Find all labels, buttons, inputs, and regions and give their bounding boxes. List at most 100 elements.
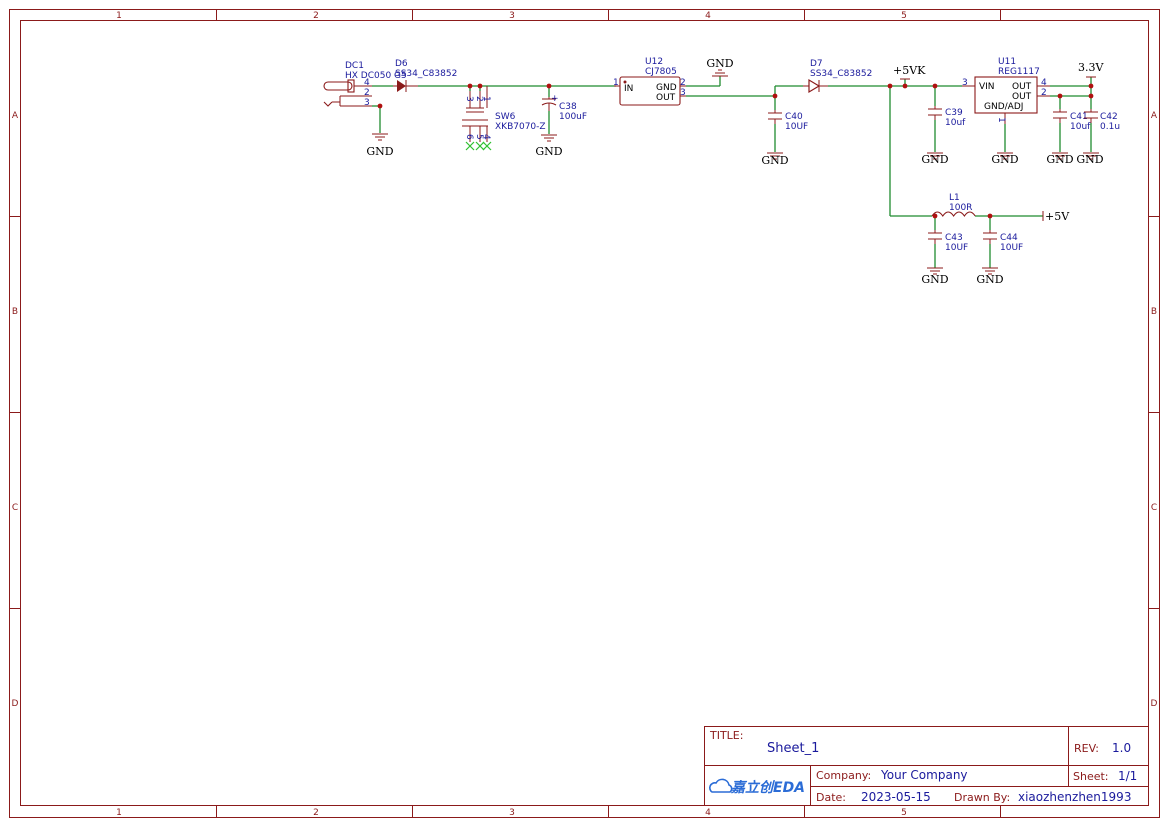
sw6-pin-4: 4 xyxy=(481,134,491,140)
sw6-ref: SW6 xyxy=(495,112,516,122)
logo-text: 嘉立创EDA xyxy=(730,779,805,796)
cloud-icon xyxy=(709,778,733,793)
drawing-frame: 1 2 3 4 5 1 2 3 4 5 A B C D A B C D xyxy=(9,9,1160,818)
drawn-by-label: Drawn By: xyxy=(954,791,1010,804)
gnd-label: GND xyxy=(921,153,948,166)
logo: 嘉立创EDA xyxy=(709,778,805,796)
d6-ref: D6 xyxy=(395,59,408,69)
junction-dot xyxy=(377,103,383,109)
ground-symbol-c42: GND xyxy=(1076,152,1104,166)
junction-dot xyxy=(987,213,993,219)
zone-col-5-bottom: 5 xyxy=(901,808,907,818)
zone-row-b-left: B xyxy=(12,307,18,317)
c38-capacitor: + C38 100uF xyxy=(541,94,587,122)
u11-regulator: U11 REG1117 3 4 2 1 VIN OUT OUT GND/ADJ xyxy=(962,57,1050,124)
zone-col-4-bottom: 4 xyxy=(705,808,711,818)
zone-col-3-top: 3 xyxy=(509,11,515,21)
title-block: TITLE: Sheet_1 REV: 1.0 嘉立创EDA Company: … xyxy=(704,726,1149,806)
sw6-pin-1: 1 xyxy=(481,96,491,102)
sw6-pin-5: 5 xyxy=(474,134,484,140)
gnd-label: GND xyxy=(1076,153,1103,166)
rev-value: 1.0 xyxy=(1112,741,1131,755)
gnd-label: GND xyxy=(706,57,733,70)
c43-ref: C43 xyxy=(945,233,963,243)
power-flag-3v3: 3.3V xyxy=(1078,61,1104,78)
d7-value: SS34_C83852 xyxy=(810,69,872,79)
c41-capacitor: C41 10uf xyxy=(1053,109,1091,132)
junction-dot xyxy=(546,83,552,89)
power-flags: +5VK 3.3V +5V xyxy=(893,61,1104,223)
c42-ref: C42 xyxy=(1100,112,1118,122)
wires xyxy=(372,76,1092,268)
sheet-label: Sheet: xyxy=(1073,770,1109,783)
ground-symbol-c38: GND xyxy=(535,134,563,158)
zone-row-c-left: C xyxy=(12,503,18,513)
d7-diode: D7 SS34_C83852 xyxy=(803,59,872,94)
zone-col-1-top: 1 xyxy=(116,11,122,21)
zone-row-c-right: C xyxy=(1151,503,1157,513)
ground-symbol-c40: GND xyxy=(761,152,789,167)
gnd-label: GND xyxy=(976,273,1003,286)
u12-pin-in: IN xyxy=(624,84,633,94)
c39-ref: C39 xyxy=(945,108,963,118)
ground-symbol-u12: GND xyxy=(706,57,734,77)
sw6-no-connect-marks xyxy=(465,141,492,151)
zone-row-b-right: B xyxy=(1151,307,1157,317)
u11-pin-vin: VIN xyxy=(979,82,995,92)
u11-pin-4: 4 xyxy=(1041,78,1047,88)
c40-ref: C40 xyxy=(785,112,803,122)
sw6-value: XKB7070-Z xyxy=(495,122,546,132)
junction-dot xyxy=(932,83,938,89)
u12-pin-out: OUT xyxy=(656,93,676,103)
c39-value: 10uf xyxy=(945,118,966,128)
u12-ref: U12 xyxy=(645,57,663,67)
c42-value: 0.1u xyxy=(1100,122,1120,132)
junction-dot xyxy=(477,83,483,89)
v5k-label: +5VK xyxy=(893,64,926,77)
ground-symbol-c41: GND xyxy=(1046,152,1074,166)
zone-col-2-bottom: 2 xyxy=(313,808,319,818)
l1-value: 100R xyxy=(949,203,972,213)
c43-capacitor: C43 10UF xyxy=(928,230,968,253)
dc1-pin-4: 4 xyxy=(364,78,370,88)
u12-value: CJ7805 xyxy=(645,67,677,77)
u11-pin-out1: OUT xyxy=(1012,82,1032,92)
date-label: Date: xyxy=(816,791,846,804)
c44-value: 10UF xyxy=(1000,243,1023,253)
c42-capacitor: C42 0.1u xyxy=(1084,109,1120,132)
company-label: Company: xyxy=(816,769,871,782)
u12-pin-gnd: GND xyxy=(656,83,677,93)
c40-value: 10UF xyxy=(785,122,808,132)
c39-capacitor: C39 10uf xyxy=(928,106,966,128)
sw6-pin-6: 6 xyxy=(464,134,474,140)
power-flag-5vk: +5VK xyxy=(893,64,926,80)
junction-dot xyxy=(902,83,908,89)
u12-pin-1: 1 xyxy=(613,78,619,88)
zone-col-1-bottom: 1 xyxy=(116,808,122,818)
d6-value: SS34_C83852 xyxy=(395,69,457,79)
u11-pin-1: 1 xyxy=(996,117,1006,123)
sheet-value: 1/1 xyxy=(1118,769,1137,783)
junction-dot xyxy=(932,213,938,219)
c40-capacitor: C40 10UF xyxy=(768,110,808,132)
c43-value: 10UF xyxy=(945,243,968,253)
zone-row-d-left: D xyxy=(12,699,19,709)
ground-symbol-c39: GND xyxy=(921,152,949,166)
title-label: TITLE: xyxy=(709,729,743,742)
zone-col-3-bottom: 3 xyxy=(509,808,515,818)
gnd-label: GND xyxy=(1046,153,1073,166)
u12-regulator: U12 CJ7805 1 2 3 IN GND OUT xyxy=(613,57,686,106)
junction-dot xyxy=(887,83,893,89)
c38-ref: C38 xyxy=(559,102,577,112)
c44-capacitor: C44 10UF xyxy=(983,230,1023,253)
c38-polarity: + xyxy=(551,94,559,104)
sw6-pin-3: 3 xyxy=(464,96,474,102)
u12-pin-3: 3 xyxy=(680,88,686,98)
u11-pin-gnd-adj: GND/ADJ xyxy=(984,102,1023,112)
ground-symbol-u11: GND xyxy=(991,152,1019,166)
zone-row-a-right: A xyxy=(1151,111,1158,121)
dc1-pin-3: 3 xyxy=(364,98,370,108)
zone-col-2-top: 2 xyxy=(313,11,319,21)
l1-ref: L1 xyxy=(949,193,960,203)
